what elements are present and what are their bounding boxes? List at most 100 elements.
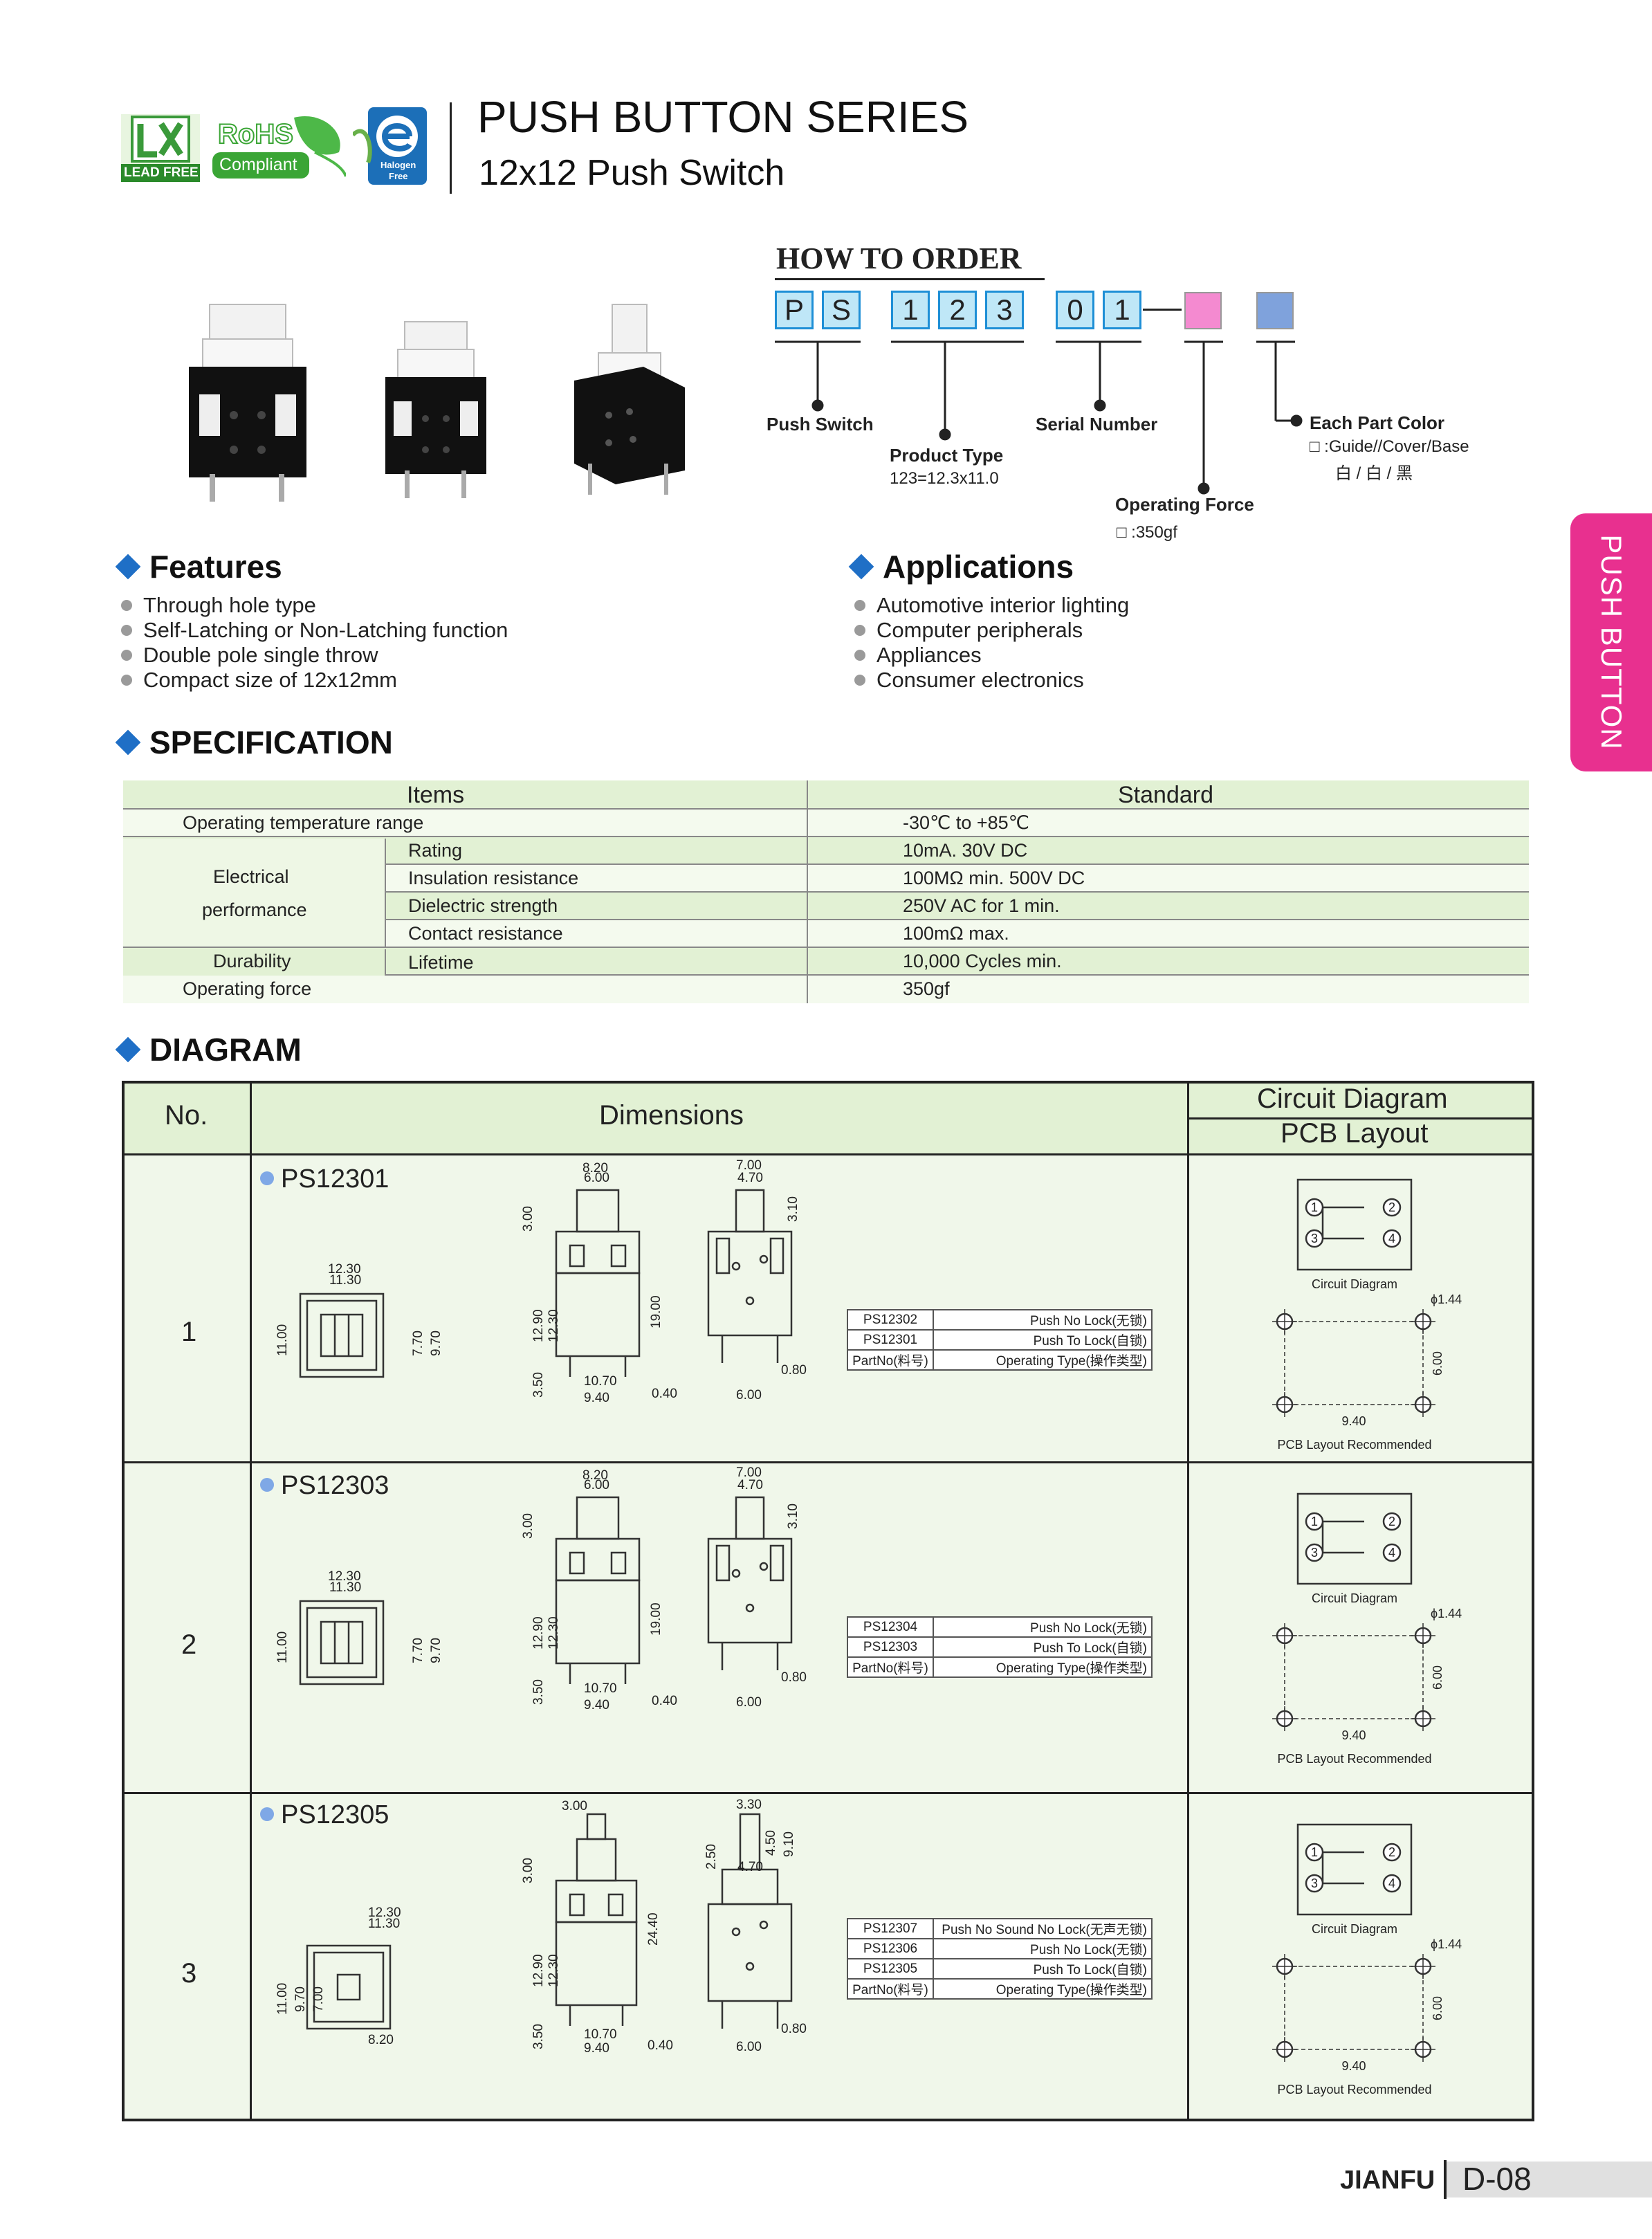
spec-value: 10,000 Cycles min. bbox=[903, 951, 1062, 971]
dimension-label: 3.00 bbox=[521, 1513, 535, 1539]
product-image-white-1 bbox=[178, 298, 317, 509]
side-tab[interactable] bbox=[1570, 513, 1652, 771]
spec-item: Operating temperature range bbox=[183, 812, 424, 833]
dimension-label: 3.00 bbox=[521, 1858, 535, 1883]
label-each-part-color-value-cn: 白 / 白 / 黑 bbox=[1335, 464, 1413, 483]
dimension-label: 10.70 bbox=[584, 2027, 617, 2042]
dimension-label: 3.50 bbox=[531, 1372, 546, 1398]
dimension-label: 12.30 bbox=[547, 1616, 561, 1649]
applications-heading: Applications bbox=[848, 548, 1074, 585]
bullet-icon bbox=[121, 624, 132, 636]
application-item: Consumer electronics bbox=[854, 667, 1084, 693]
footer-brand: JIANFU bbox=[1340, 2166, 1435, 2195]
part-number: PS12307 bbox=[847, 1918, 934, 1939]
dimension-label: 9.40 bbox=[584, 1391, 609, 1405]
dimension-label: 7.00 bbox=[736, 1158, 762, 1173]
dimension-label: 7.00 bbox=[311, 1986, 326, 2012]
pcb-width-label: 9.40 bbox=[1341, 1414, 1366, 1428]
dimension-label: 8.20 bbox=[368, 2033, 394, 2047]
diamond-icon bbox=[115, 729, 141, 756]
features-heading: Features bbox=[115, 548, 282, 585]
order-box-serial-1: 1 bbox=[1103, 291, 1141, 329]
diagram-header-split bbox=[1187, 1117, 1532, 1120]
circuit-caption: Circuit Diagram bbox=[1312, 1591, 1397, 1605]
label-product-type-value: 123=12.3x11.0 bbox=[890, 469, 999, 488]
spec-item: Lifetime bbox=[408, 952, 474, 973]
bullet-icon bbox=[260, 1171, 274, 1185]
dimension-label: 11.30 bbox=[368, 1917, 400, 1931]
pin-number: 1 bbox=[1311, 1515, 1318, 1528]
how-to-order-heading: HOW TO ORDER bbox=[776, 241, 1022, 275]
halogen-free-logo: Halogen Free bbox=[351, 107, 429, 185]
dimension-label: 24.40 bbox=[646, 1912, 661, 1946]
pin-number: 2 bbox=[1388, 1200, 1395, 1214]
pin-number: 3 bbox=[1311, 1876, 1318, 1890]
pcb-hole-label: ϕ1.44 bbox=[1431, 1292, 1462, 1306]
pcb-caption: PCB Layout Recommended bbox=[1277, 1752, 1431, 1766]
circuit-caption: Circuit Diagram bbox=[1312, 1277, 1397, 1291]
feature-item: Compact size of 12x12mm bbox=[121, 667, 397, 693]
pin-number: 4 bbox=[1388, 1546, 1395, 1560]
dimension-label: 0.40 bbox=[652, 1694, 677, 1708]
halogen-text: Halogen bbox=[380, 160, 416, 170]
pin-number: 1 bbox=[1311, 1200, 1318, 1214]
order-box-0: 0 bbox=[1056, 291, 1094, 329]
dimension-label: 0.40 bbox=[652, 1387, 677, 1401]
label-serial-number: Serial Number bbox=[1036, 414, 1158, 435]
order-dash bbox=[1143, 309, 1182, 311]
application-text: Consumer electronics bbox=[877, 668, 1084, 692]
operating-type: Push No Lock(无锁) bbox=[933, 1938, 1153, 1959]
operating-type: Operating Type(操作类型) bbox=[933, 1349, 1153, 1371]
pin-number: 3 bbox=[1311, 1232, 1318, 1245]
halogen-free-text: Free bbox=[389, 171, 408, 181]
spec-value: 350gf bbox=[903, 978, 950, 999]
part-number: PartNo(料号) bbox=[847, 1978, 934, 2000]
dimension-label: 6.00 bbox=[584, 1478, 609, 1492]
spec-value: 100mΩ max. bbox=[903, 923, 1009, 944]
footer-page: D-08 bbox=[1462, 2161, 1532, 2197]
circuit-caption: Circuit Diagram bbox=[1312, 1922, 1397, 1936]
spec-group-electrical bbox=[123, 839, 386, 948]
diamond-icon bbox=[115, 554, 141, 580]
features-heading-text: Features bbox=[149, 549, 282, 585]
dimension-label: 0.40 bbox=[648, 2038, 673, 2053]
dimension-label: 9.70 bbox=[429, 1638, 443, 1663]
spec-group-label: Durability bbox=[213, 951, 291, 971]
diamond-icon bbox=[848, 554, 874, 580]
dimension-label: 8.20 bbox=[582, 1161, 608, 1176]
diagram-heading: DIAGRAM bbox=[115, 1031, 302, 1068]
spec-col-standard: Standard bbox=[1118, 782, 1213, 808]
order-box-color bbox=[1256, 292, 1294, 329]
page-subtitle: 12x12 Push Switch bbox=[479, 153, 785, 193]
diagram-row-divider bbox=[125, 1792, 1532, 1794]
dimension-label: 8.20 bbox=[582, 1468, 608, 1483]
bullet-icon bbox=[121, 649, 132, 661]
label-each-part-color-value: □ :Guide//Cover/Base bbox=[1310, 437, 1469, 456]
feature-text: Compact size of 12x12mm bbox=[143, 668, 397, 692]
rohs-compliant-text: Compliant bbox=[219, 155, 297, 174]
application-text: Computer peripherals bbox=[877, 618, 1083, 642]
dimension-label: 9.40 bbox=[584, 2041, 609, 2056]
bullet-icon bbox=[854, 649, 865, 661]
dimension-label: 4.70 bbox=[737, 1860, 763, 1874]
pin-number: 4 bbox=[1388, 1876, 1395, 1890]
order-box-s: S bbox=[822, 291, 861, 329]
bullet-icon bbox=[260, 1807, 274, 1821]
diagram-col-no: No. bbox=[165, 1100, 208, 1131]
dimension-label: 12.30 bbox=[328, 1569, 361, 1584]
bullet-icon bbox=[854, 674, 865, 686]
label-operating-force: Operating Force bbox=[1115, 494, 1254, 515]
dimension-label: 7.00 bbox=[736, 1465, 762, 1480]
pin-number: 3 bbox=[1311, 1546, 1318, 1560]
lead-free-text: LEAD FREE bbox=[124, 165, 199, 180]
model-text: PS12303 bbox=[281, 1471, 389, 1500]
dimension-label: 3.50 bbox=[531, 1679, 546, 1705]
dimension-label: 9.40 bbox=[584, 1698, 609, 1712]
dimension-label: 11.00 bbox=[275, 1632, 290, 1663]
bullet-icon bbox=[854, 599, 865, 611]
dimension-label: 2.50 bbox=[704, 1844, 719, 1870]
